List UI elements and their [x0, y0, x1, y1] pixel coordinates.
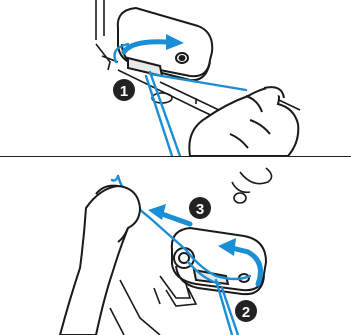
hand-icon: [60, 186, 140, 335]
step-badge-1: 1: [113, 79, 135, 101]
threading-diagram-bottom: 3 2: [0, 158, 351, 335]
panel-divider: [0, 156, 351, 157]
step-number-3: 3: [196, 201, 204, 218]
hand-icon: [189, 87, 298, 156]
step-badge-2: 2: [235, 300, 257, 322]
step-number-2: 2: [242, 304, 250, 321]
step-2-3-illustration: 3 2: [0, 158, 351, 335]
step-1-illustration: 1: [0, 0, 351, 156]
step-badge-3: 3: [189, 197, 211, 219]
threading-diagram-top: 1: [0, 0, 351, 156]
step-number-1: 1: [120, 83, 128, 100]
